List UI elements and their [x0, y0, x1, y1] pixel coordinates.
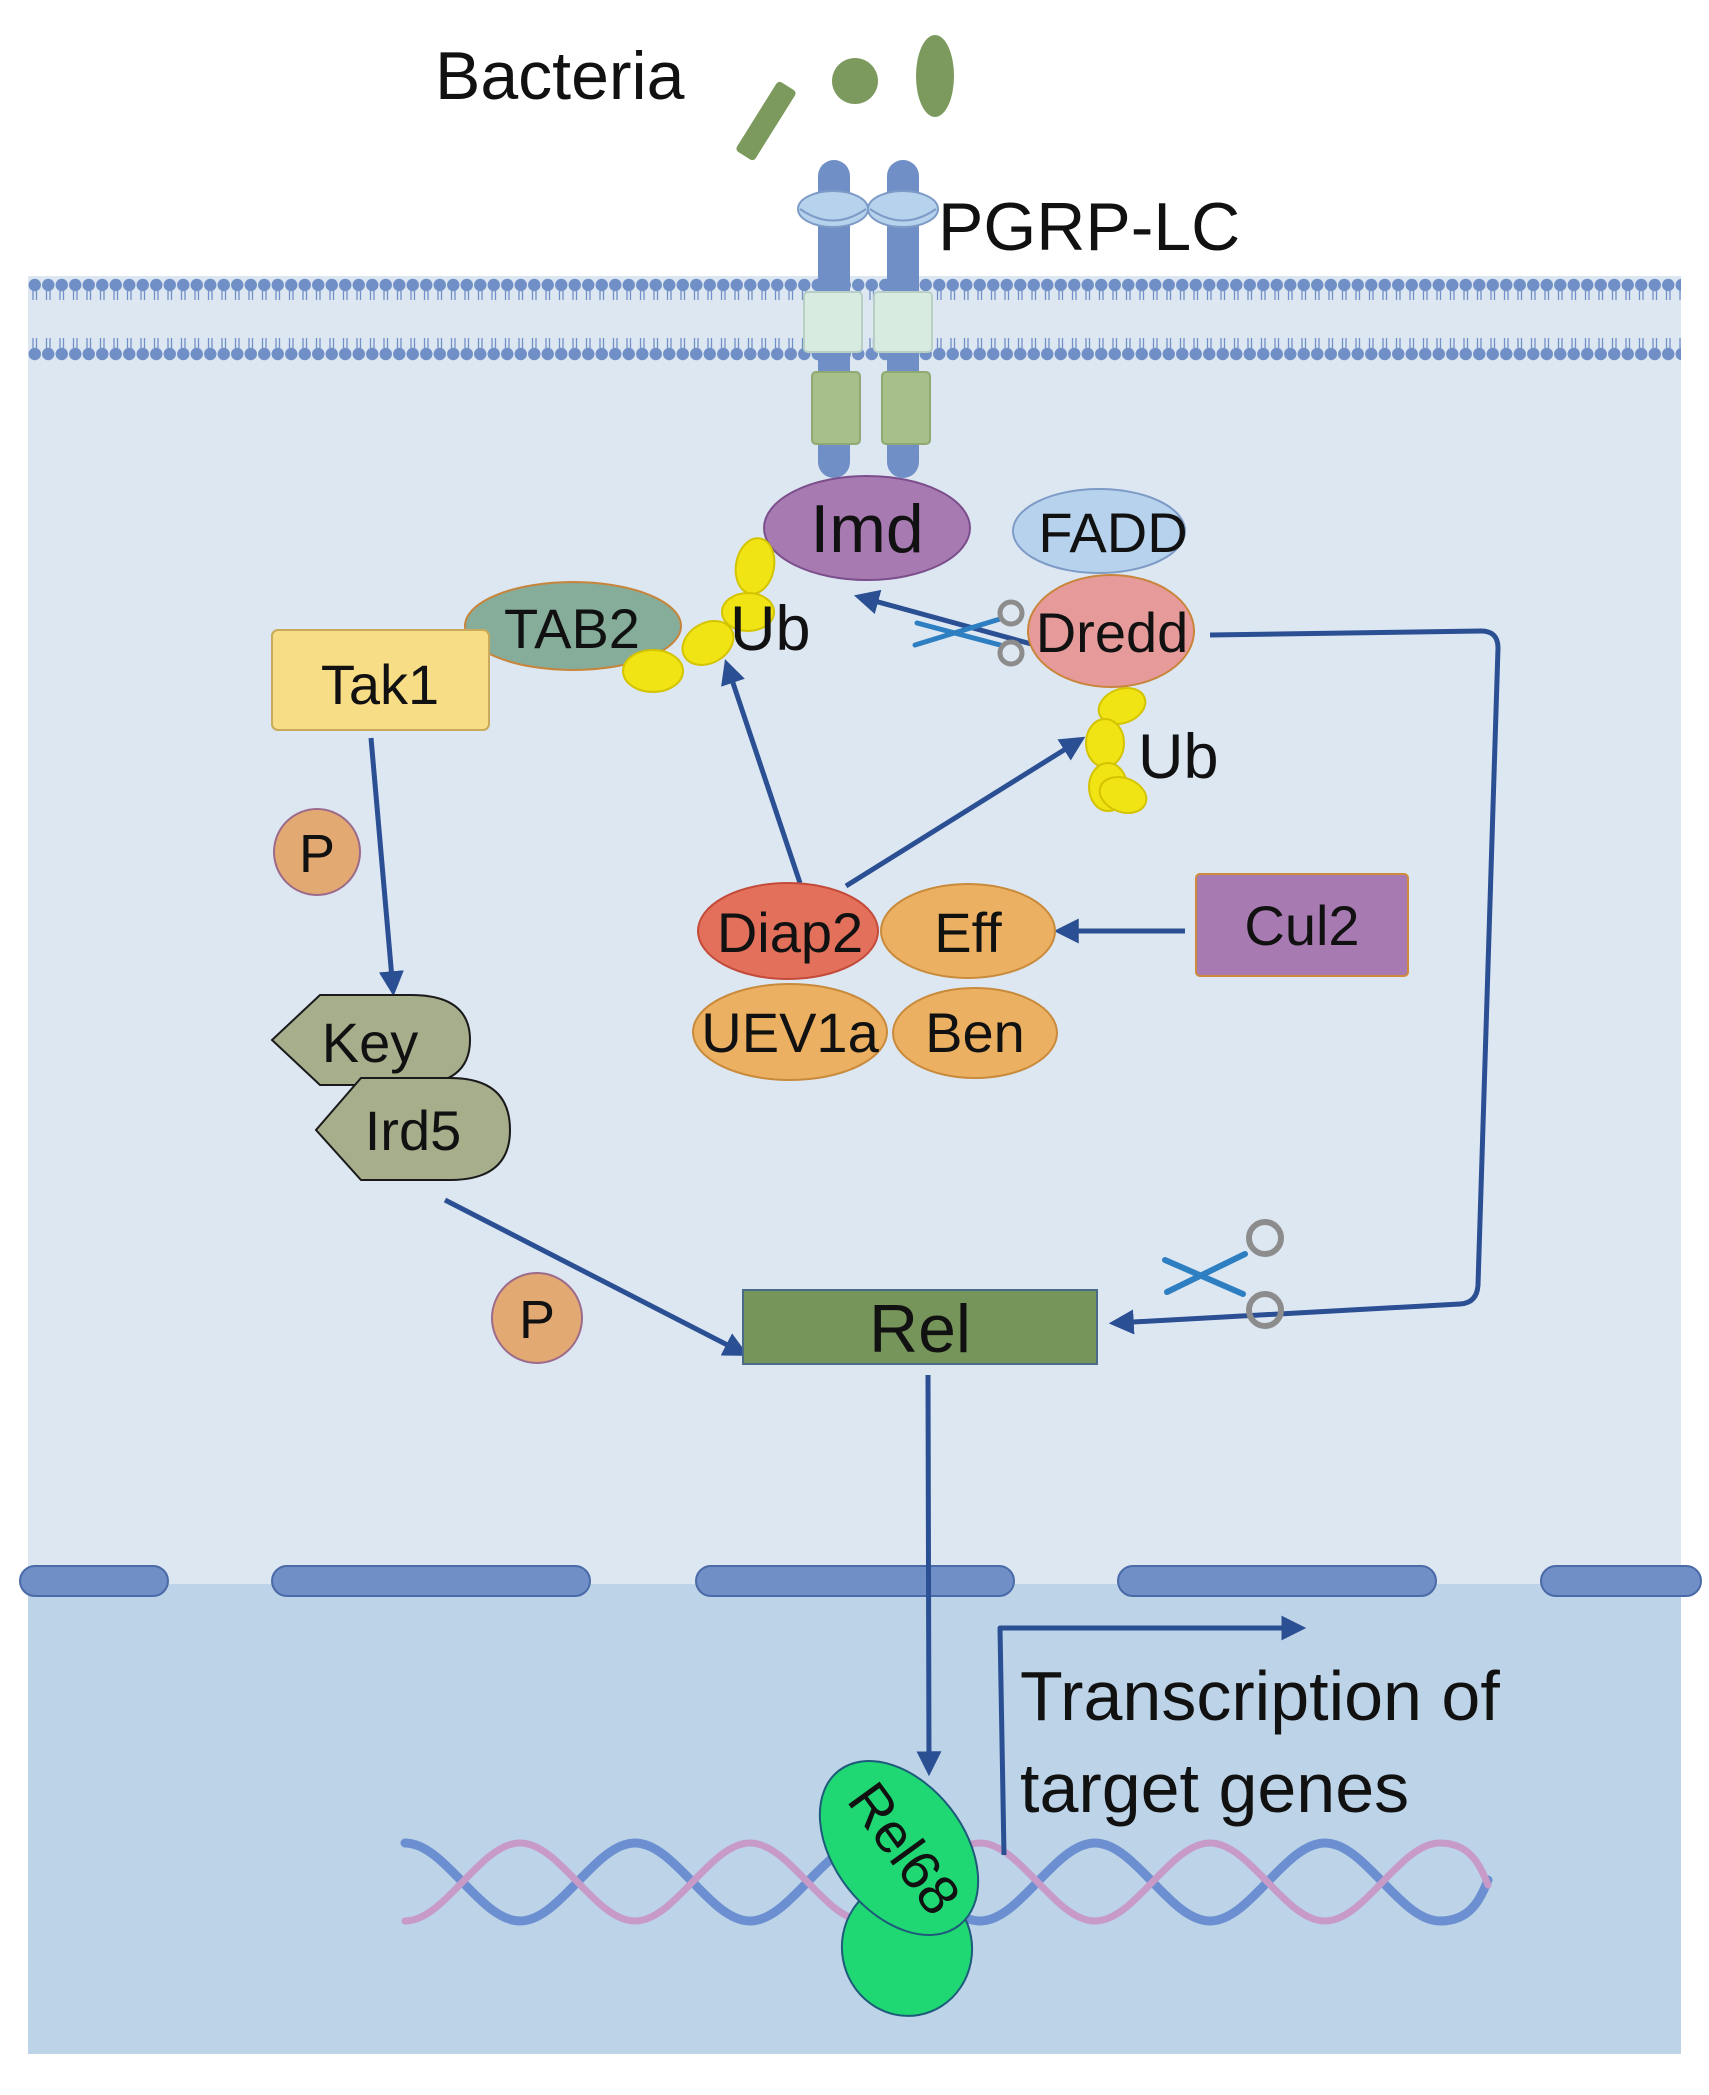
- imd-protein: [763, 475, 971, 581]
- ben-protein: [892, 987, 1058, 1079]
- arrow-diap2-to-imd-ub: [721, 659, 803, 884]
- arrow-diap2-to-dredd-ub: [844, 736, 1086, 889]
- arrow-rel-to-rel68: [916, 1374, 942, 1777]
- ub-right-label: Ub: [1138, 722, 1219, 792]
- dredd-protein: [1027, 574, 1195, 688]
- scissors-icon-rel: [1162, 1219, 1284, 1329]
- scissors-icon: [912, 599, 1025, 667]
- arrow-ird5-to-rel: [443, 1197, 749, 1356]
- arrow-transcription: [997, 1615, 1307, 1856]
- arrow-tak1-to-key: [368, 737, 404, 997]
- phosphate-1-label: P: [299, 824, 335, 884]
- ird5-protein: [314, 1077, 512, 1181]
- phosphate-2: [491, 1272, 583, 1364]
- arrow-dredd-to-imd: [853, 589, 1036, 648]
- tak1-protein: [271, 629, 490, 731]
- diap2-protein: [697, 882, 879, 980]
- phosphate-1: [273, 808, 361, 896]
- tab2-label: TAB2: [504, 597, 640, 660]
- cul2-protein: [1195, 873, 1409, 977]
- ubiquitin-chain-imd: [622, 537, 776, 693]
- key-label: Key: [322, 1011, 419, 1074]
- diap2-label: Diap2: [717, 901, 863, 964]
- uev1a-protein: [692, 983, 888, 1081]
- eff-label: Eff: [934, 901, 1002, 964]
- eff-protein: [880, 883, 1056, 979]
- pathway-arrows: [368, 589, 1501, 1856]
- rel68-protein: [818, 1760, 980, 1936]
- fadd-label: FADD: [1038, 501, 1187, 564]
- cul2-label: Cul2: [1244, 894, 1359, 957]
- ub-left-label: Ub: [730, 594, 811, 664]
- fadd-protein: [1012, 488, 1186, 574]
- ird5-label: Ird5: [365, 1099, 462, 1162]
- phosphate-2-label: P: [519, 1290, 555, 1350]
- transcription-label-line2: target genes: [1020, 1749, 1409, 1827]
- arrow-dredd-to-rel: [1108, 628, 1501, 1335]
- extracellular-space: [0, 0, 1709, 276]
- pgrp-lc-receptor: [797, 160, 939, 478]
- rel-protein: [742, 1289, 1098, 1365]
- rel-label: Rel: [869, 1291, 971, 1367]
- imd-label: Imd: [810, 491, 923, 567]
- dredd-label: Dredd: [1036, 601, 1189, 664]
- transcription-label-line1: Transcription of: [1020, 1657, 1500, 1735]
- ubiquitin-chain-dredd: [1085, 687, 1148, 814]
- bacteria-shapes: [736, 35, 954, 161]
- receptor-label: PGRP-LC: [938, 189, 1240, 265]
- ben-label: Ben: [925, 1001, 1025, 1064]
- tab2-protein: [464, 581, 682, 671]
- bacteria-label: Bacteria: [435, 38, 685, 114]
- nuclear-envelope: [19, 1565, 1702, 1597]
- uev1a-label: UEV1a: [701, 1001, 879, 1064]
- tak1-label: Tak1: [321, 653, 439, 716]
